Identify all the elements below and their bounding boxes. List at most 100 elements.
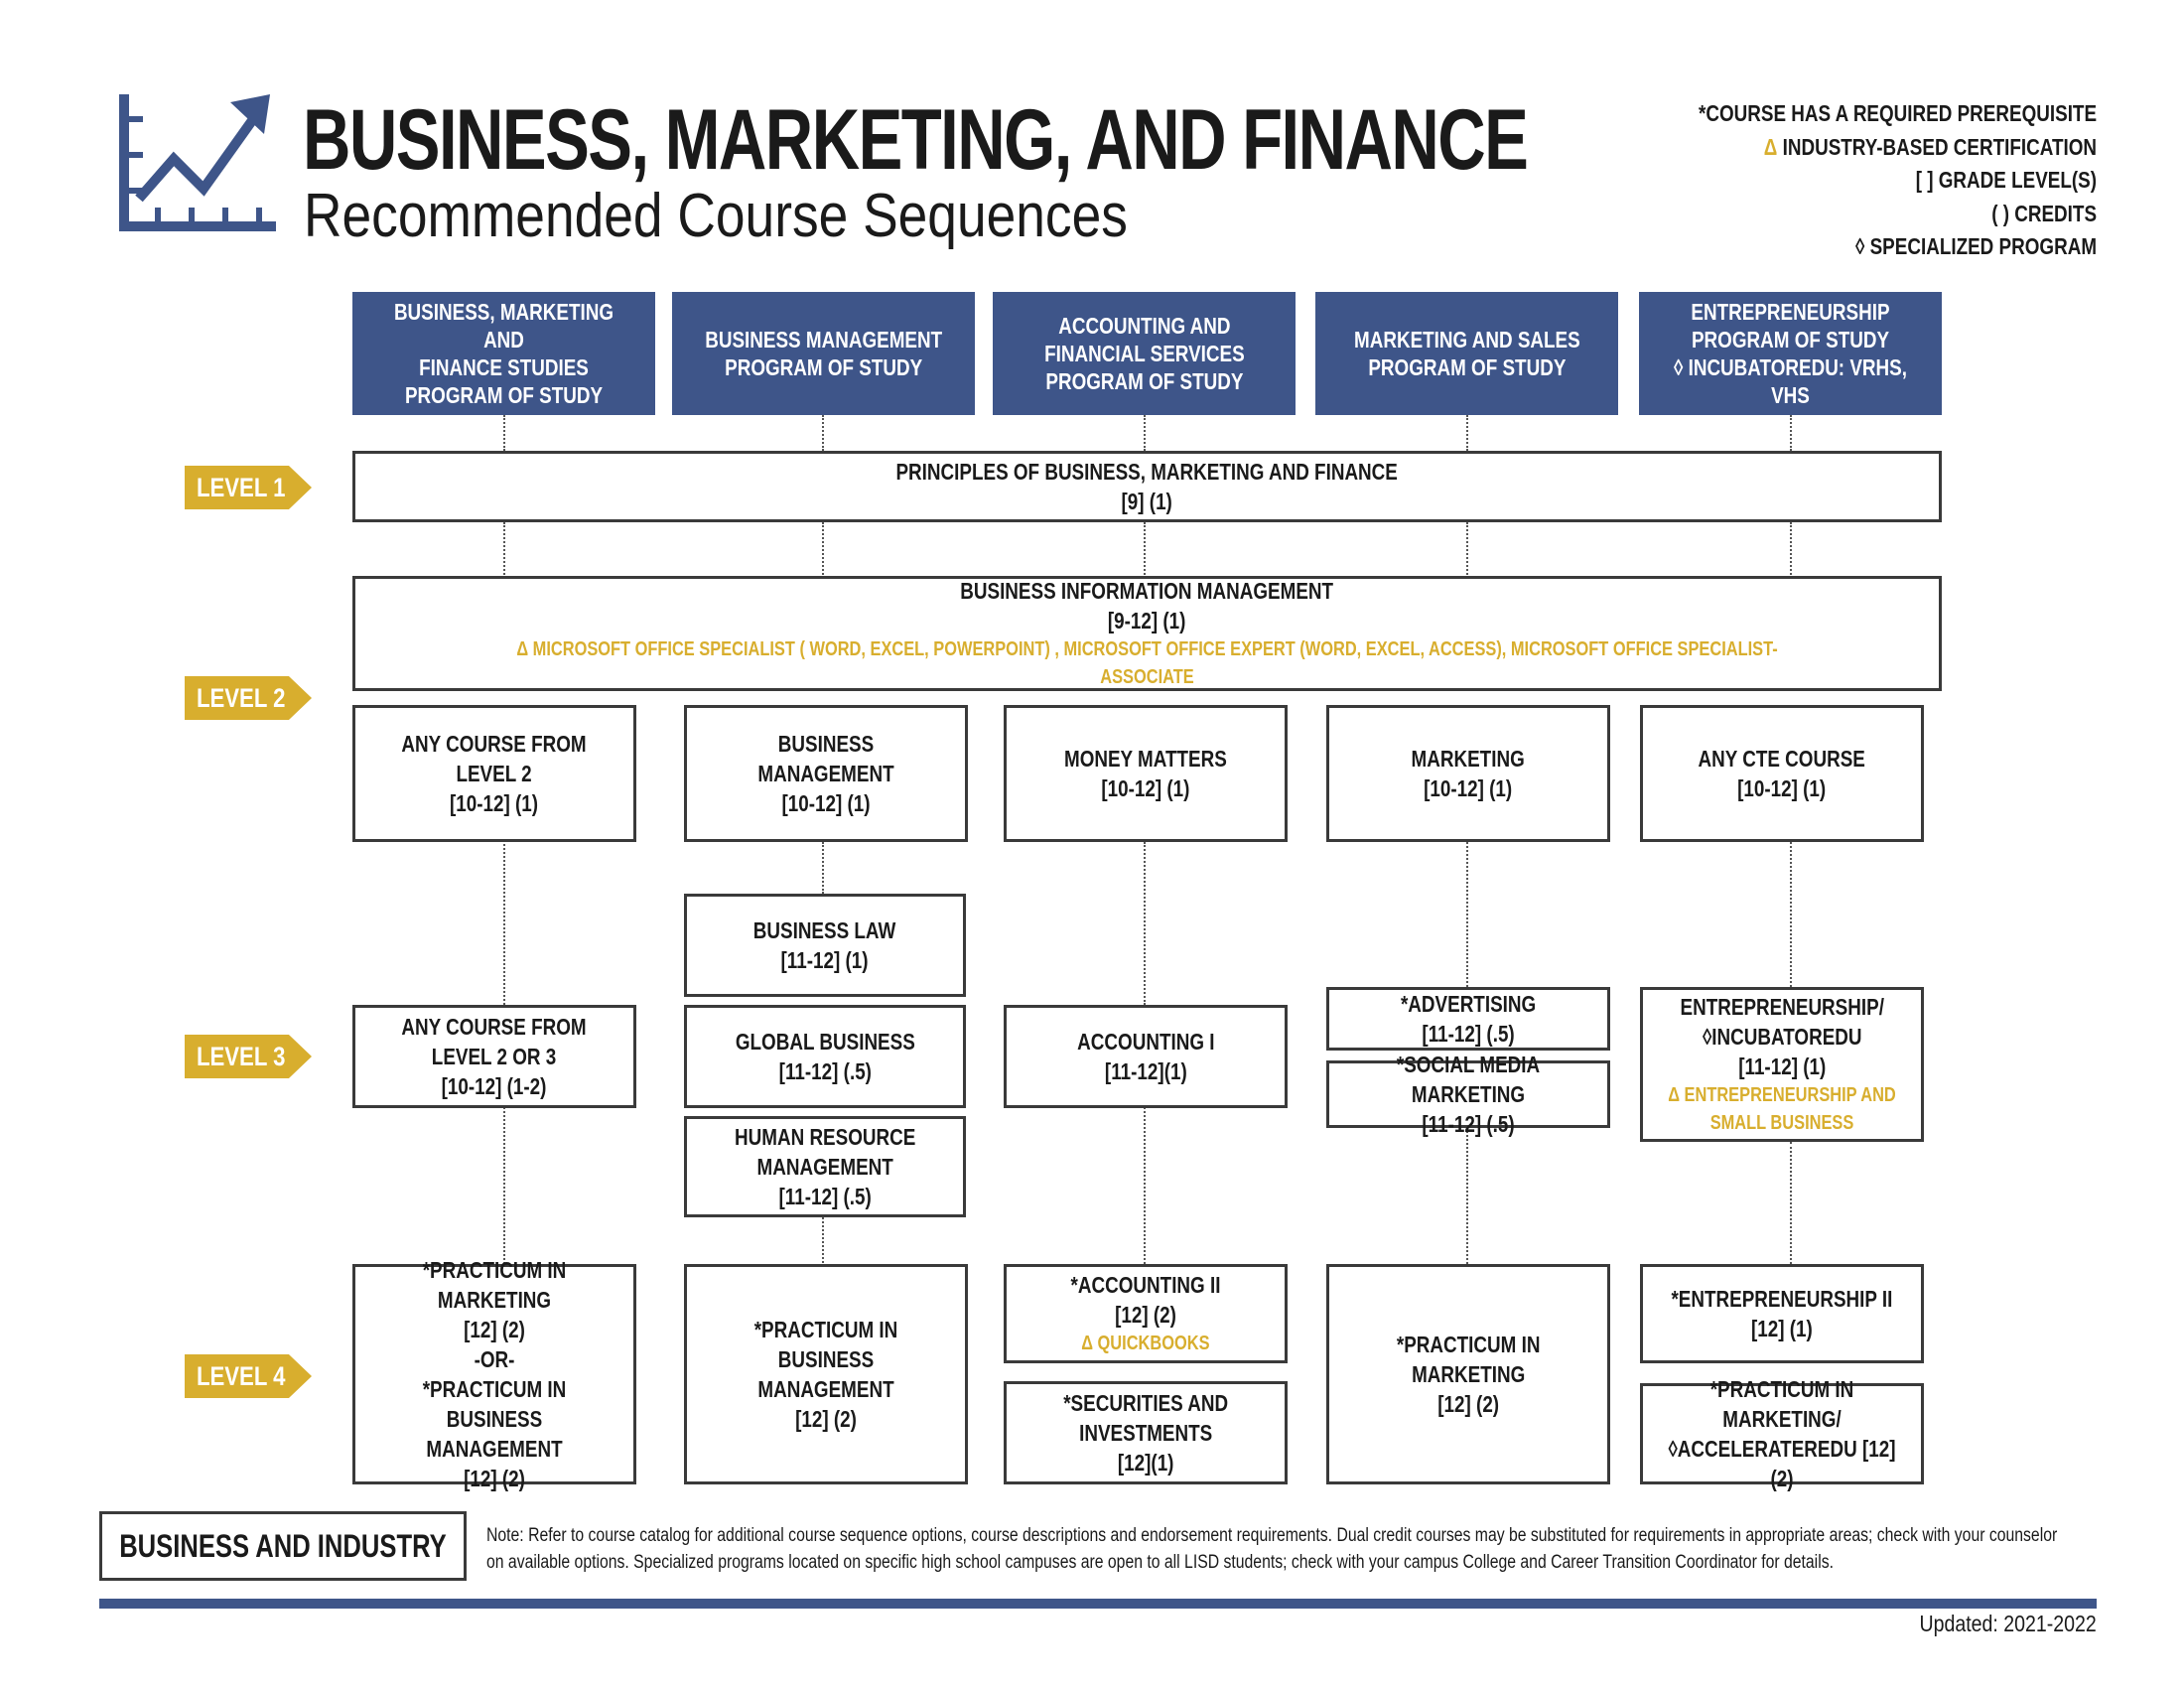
level-3-tag: LEVEL 3 [185, 1035, 312, 1078]
footnote-text: Note: Refer to course catalog for additi… [486, 1525, 2058, 1573]
connector [1144, 1107, 1146, 1264]
course-marketing: MARKETING [10-12] (1) [1326, 705, 1610, 842]
connector [503, 1107, 505, 1264]
program-header-bmf-studies: BUSINESS, MARKETING AND FINANCE STUDIES … [352, 292, 655, 415]
connector [1466, 842, 1468, 987]
certification-text: Δ ENTREPRENEURSHIP AND SMALL BUSINESS [1668, 1084, 1896, 1134]
program-header-label: BUSINESS MANAGEMENT PROGRAM OF STUDY [705, 327, 942, 380]
course-accounting-2: *ACCOUNTING II [12] (2) Δ QUICKBOOKS [1004, 1264, 1288, 1363]
legend-item-credits: ( ) CREDITS [1991, 200, 2097, 226]
program-header-label: MARKETING AND SALES PROGRAM OF STUDY [1353, 327, 1580, 380]
connector [822, 842, 824, 894]
level-1-tag: LEVEL 1 [185, 466, 312, 509]
connector [503, 415, 505, 451]
course-text: *ADVERTISING [11-12] (.5) [1400, 991, 1537, 1047]
program-header-label: ENTREPRENEURSHIP PROGRAM OF STUDY ◊ INCU… [1674, 299, 1907, 408]
course-human-resource-management: HUMAN RESOURCE MANAGEMENT [11-12] (.5) [684, 1116, 966, 1217]
course-text: ANY COURSE FROM LEVEL 2 [10-12] (1) [401, 731, 588, 816]
page-title: BUSINESS, MARKETING, AND FINANCE [303, 92, 1529, 188]
course-business-management: BUSINESS MANAGEMENT [10-12] (1) [684, 705, 968, 842]
program-header-accounting: ACCOUNTING AND FINANCIAL SERVICES PROGRA… [993, 292, 1296, 415]
page-subtitle: Recommended Course Sequences [304, 182, 1128, 250]
legend-item-certification: Δ INDUSTRY-BASED CERTIFICATION [1763, 133, 2097, 160]
level-label: LEVEL 4 [197, 1360, 286, 1391]
course-practicum-accelerateredu: *PRACTICUM IN MARKETING/ ◊ACCELERATEREDU… [1640, 1376, 1924, 1491]
course-text: *SECURITIES AND INVESTMENTS [12](1) [1063, 1390, 1228, 1476]
program-header-label: ACCOUNTING AND FINANCIAL SERVICES PROGRA… [1043, 313, 1245, 394]
legend-item-prerequisite: *COURSE HAS A REQUIRED PREREQUISITE [1698, 100, 2097, 126]
connector [1466, 522, 1468, 578]
course-text: ANY CTE COURSE [10-12] (1) [1698, 746, 1866, 801]
program-header-label: BUSINESS, MARKETING AND FINANCE STUDIES … [393, 299, 614, 408]
course-text: *PRACTICUM IN MARKETING [12] (2) -OR- *P… [422, 1257, 567, 1491]
course-text: *SOCIAL MEDIA MARKETING [11-12] (.5) [1396, 1052, 1541, 1137]
course-text: ANY COURSE FROM LEVEL 2 OR 3 [10-12] (1-… [401, 1014, 588, 1099]
connector [822, 1217, 824, 1263]
chart-growth-icon [119, 94, 276, 231]
course-text: *PRACTICUM IN MARKETING/ ◊ACCELERATEREDU… [1668, 1376, 1896, 1491]
career-cluster-label: BUSINESS AND INDUSTRY [99, 1511, 467, 1581]
course-text: BUSINESS MANAGEMENT [10-12] (1) [757, 731, 894, 816]
course-text: ENTREPRENEURSHIP/ ◊INCUBATOREDU [11-12] … [1680, 994, 1884, 1079]
connector [822, 415, 824, 451]
footer-divider [99, 1599, 2097, 1609]
course-practicum-marketing-or-business: *PRACTICUM IN MARKETING [12] (2) -OR- *P… [352, 1257, 636, 1491]
connector [1466, 1128, 1468, 1264]
course-any-level2: ANY COURSE FROM LEVEL 2 [10-12] (1) [352, 705, 636, 842]
level-label: LEVEL 2 [197, 682, 286, 713]
course-text: PRINCIPLES OF BUSINESS, MARKETING AND FI… [895, 459, 1399, 514]
footnote: Note: Refer to course catalog for additi… [486, 1522, 2085, 1576]
course-text: *ENTREPRENEURSHIP II [12] (1) [1671, 1286, 1893, 1341]
course-text: HUMAN RESOURCE MANAGEMENT [11-12] (.5) [734, 1124, 916, 1209]
connector [822, 522, 824, 578]
level-label: LEVEL 3 [197, 1041, 286, 1071]
course-text: GLOBAL BUSINESS [11-12] (.5) [735, 1029, 915, 1084]
connector [1144, 522, 1146, 578]
course-entrepreneurship-2: *ENTREPRENEURSHIP II [12] (1) [1640, 1264, 1924, 1363]
course-text: BUSINESS INFORMATION MANAGEMENT [9-12] (… [960, 578, 1334, 633]
course-advertising: *ADVERTISING [11-12] (.5) [1326, 987, 1610, 1051]
connector [503, 522, 505, 578]
connector [1790, 522, 1792, 578]
connector [1466, 415, 1468, 451]
course-any-cte: ANY CTE COURSE [10-12] (1) [1640, 705, 1924, 842]
legend-certification-text: INDUSTRY-BASED CERTIFICATION [1782, 133, 2097, 160]
connector [1790, 415, 1792, 451]
program-header-entrepreneurship: ENTREPRENEURSHIP PROGRAM OF STUDY ◊ INCU… [1639, 292, 1942, 415]
course-money-matters: MONEY MATTERS [10-12] (1) [1004, 705, 1288, 842]
course-text: *PRACTICUM IN BUSINESS MANAGEMENT [12] (… [753, 1317, 898, 1432]
course-entrepreneurship: ENTREPRENEURSHIP/ ◊INCUBATOREDU [11-12] … [1640, 987, 1924, 1142]
course-social-media-marketing: *SOCIAL MEDIA MARKETING [11-12] (.5) [1326, 1052, 1610, 1137]
career-cluster-text: BUSINESS AND INDUSTRY [119, 1527, 447, 1564]
course-text: MONEY MATTERS [10-12] (1) [1064, 746, 1227, 801]
connector [1144, 415, 1146, 451]
legend-item-grade-level: [ ] GRADE LEVEL(S) [1915, 167, 2097, 193]
course-text: *PRACTICUM IN MARKETING [12] (2) [1396, 1332, 1541, 1417]
course-global-business: GLOBAL BUSINESS [11-12] (.5) [684, 1005, 966, 1108]
course-business-law: BUSINESS LAW [11-12] (1) [684, 894, 966, 997]
connector [1790, 842, 1792, 987]
course-practicum-marketing: *PRACTICUM IN MARKETING [12] (2) [1326, 1264, 1610, 1484]
course-securities-investments: *SECURITIES AND INVESTMENTS [12](1) [1004, 1381, 1288, 1484]
level-4-tag: LEVEL 4 [185, 1354, 312, 1398]
level-2-tag: LEVEL 2 [185, 676, 312, 720]
course-text: BUSINESS LAW [11-12] (1) [753, 917, 896, 973]
course-text: *ACCOUNTING II [12] (2) [1070, 1272, 1221, 1328]
course-business-information-management: BUSINESS INFORMATION MANAGEMENT [9-12] (… [352, 576, 1942, 691]
connector [503, 840, 505, 1005]
course-text: ACCOUNTING I [11-12](1) [1076, 1029, 1215, 1084]
legend-item-specialized: ◊ SPECIALIZED PROGRAM [1855, 233, 2097, 259]
course-practicum-business-management: *PRACTICUM IN BUSINESS MANAGEMENT [12] (… [684, 1264, 968, 1484]
certification-text: Δ MICROSOFT OFFICE SPECIALIST ( WORD, EX… [516, 638, 1778, 688]
program-header-business-management: BUSINESS MANAGEMENT PROGRAM OF STUDY [672, 292, 975, 415]
course-principles-bmf: PRINCIPLES OF BUSINESS, MARKETING AND FI… [352, 451, 1942, 522]
connector [1144, 842, 1146, 1005]
course-accounting-1: ACCOUNTING I [11-12](1) [1004, 1005, 1288, 1108]
certification-text: Δ QUICKBOOKS [1081, 1333, 1210, 1354]
legend: *COURSE HAS A REQUIRED PREREQUISITE Δ IN… [1611, 97, 2097, 264]
level-label: LEVEL 1 [197, 472, 286, 502]
course-any-level2-or-3: ANY COURSE FROM LEVEL 2 OR 3 [10-12] (1-… [352, 1005, 636, 1108]
connector [1790, 1142, 1792, 1264]
program-header-marketing-sales: MARKETING AND SALES PROGRAM OF STUDY [1315, 292, 1618, 415]
course-text: MARKETING [10-12] (1) [1411, 746, 1526, 801]
